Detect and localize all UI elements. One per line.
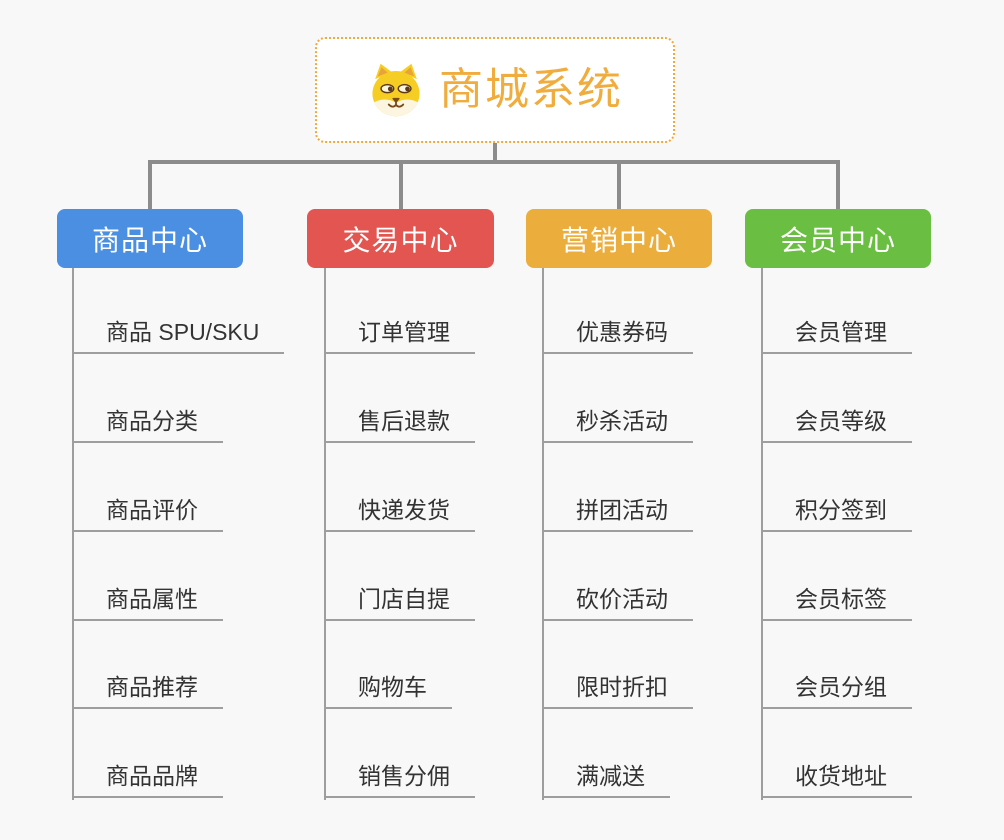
connector-horizontal-bar: [148, 160, 840, 164]
child-node[interactable]: 售后退款: [324, 354, 475, 443]
child-node[interactable]: 优惠券码: [542, 265, 693, 355]
branch-1-children: 商品 SPU/SKU 商品分类 商品评价 商品属性 商品推荐 商品品牌: [72, 265, 285, 799]
child-node[interactable]: 商品评价: [72, 443, 223, 532]
child-node[interactable]: 会员管理: [761, 265, 912, 355]
connector-root-vertical: [493, 143, 497, 162]
branch-2-children: 订单管理 售后退款 快递发货 门店自提 购物车 销售分佣: [324, 265, 475, 799]
child-node[interactable]: 砍价活动: [542, 532, 693, 621]
child-node[interactable]: 购物车: [324, 621, 452, 710]
child-node[interactable]: 秒杀活动: [542, 354, 693, 443]
branch-2-spine: [324, 268, 326, 800]
child-node[interactable]: 商品推荐: [72, 621, 223, 710]
child-node[interactable]: 销售分佣: [324, 709, 475, 799]
child-node[interactable]: 商品分类: [72, 354, 223, 443]
child-node[interactable]: 限时折扣: [542, 621, 693, 710]
child-node[interactable]: 拼团活动: [542, 443, 693, 532]
child-node[interactable]: 商品属性: [72, 532, 223, 621]
child-node[interactable]: 商品 SPU/SKU: [72, 265, 285, 355]
child-node[interactable]: 满减送: [542, 709, 670, 799]
root-title: 商城系统: [439, 65, 623, 114]
child-node[interactable]: 积分签到: [761, 443, 912, 532]
child-node[interactable]: 会员分组: [761, 621, 912, 710]
child-node[interactable]: 快递发货: [324, 443, 475, 532]
connector-branch-4-vertical: [836, 162, 840, 209]
branch-3-children: 优惠券码 秒杀活动 拼团活动 砍价活动 限时折扣 满减送: [542, 265, 693, 799]
branch-node-trade[interactable]: 交易中心: [307, 209, 494, 268]
branch-node-members[interactable]: 会员中心: [745, 209, 931, 268]
child-node[interactable]: 收货地址: [761, 709, 912, 799]
connector-branch-2-vertical: [399, 162, 403, 209]
root-node[interactable]: 商城系统: [315, 37, 675, 143]
child-node[interactable]: 会员等级: [761, 354, 912, 443]
child-node[interactable]: 会员标签: [761, 532, 912, 621]
branch-4-children: 会员管理 会员等级 积分签到 会员标签 会员分组 收货地址: [761, 265, 912, 799]
branch-node-marketing[interactable]: 营销中心: [526, 209, 712, 268]
shiba-dog-icon: [367, 61, 425, 119]
connector-branch-1-vertical: [148, 162, 152, 209]
child-node[interactable]: 订单管理: [324, 265, 475, 355]
branch-1-spine: [72, 268, 74, 800]
branch-3-spine: [542, 268, 544, 800]
connector-branch-3-vertical: [617, 162, 621, 209]
branch-node-products[interactable]: 商品中心: [57, 209, 243, 268]
child-node[interactable]: 门店自提: [324, 532, 475, 621]
child-node[interactable]: 商品品牌: [72, 709, 223, 799]
branch-4-spine: [761, 268, 763, 800]
